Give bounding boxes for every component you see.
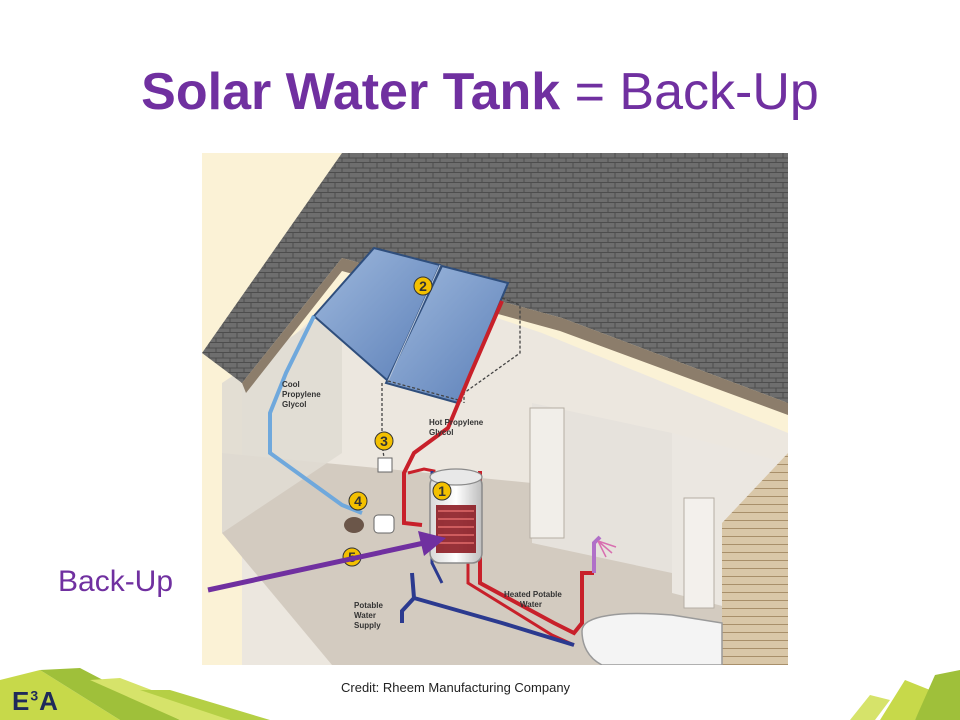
controller-box (377, 457, 393, 473)
svg-text:1: 1 (438, 483, 446, 499)
solar-panel-right (384, 264, 510, 405)
hot-glycol-label-2: Glycol (429, 428, 453, 437)
backup-callout-label: Back-Up (58, 565, 174, 598)
solar-water-diagram: 2 3 1 4 5 Cool Propylene Glycol Hot Prop… (202, 153, 788, 665)
pump-unit (373, 514, 395, 534)
marker-3: 3 (374, 431, 394, 451)
title-bold: Solar Water Tank (141, 63, 561, 121)
cool-glycol-label-2: Propylene (282, 390, 321, 399)
heated-water-pipe (478, 471, 594, 636)
expansion-tank (344, 517, 364, 533)
bathtub (581, 612, 723, 665)
cool-glycol-pipe (268, 315, 363, 515)
heated-water-label-1: Heated Potable (504, 590, 562, 599)
cool-glycol-label-1: Cool (282, 380, 300, 389)
hot-glycol-pipe (402, 300, 504, 527)
house-left-wall (222, 303, 342, 533)
exterior-siding (722, 453, 788, 665)
marker-4: 4 (348, 491, 368, 511)
supply-label-3: Supply (354, 621, 381, 630)
image-credit: Credit: Rheem Manufacturing Company (341, 680, 571, 695)
supply-label-1: Potable (354, 601, 383, 610)
page-title: Solar Water Tank = Back-Up (0, 62, 960, 122)
room-door (683, 497, 715, 609)
marker-2: 2 (413, 276, 433, 296)
e3a-logo: E3A (12, 686, 59, 716)
supply-label-2: Water (354, 611, 376, 620)
marker-1: 1 (432, 481, 452, 501)
supply-pipe (400, 572, 575, 647)
cool-glycol-label-3: Glycol (282, 400, 306, 409)
interior-partition (532, 403, 672, 573)
footer-stripes (0, 668, 960, 720)
hot-glycol-label-1: Hot Propylene (429, 418, 484, 427)
svg-text:2: 2 (419, 278, 427, 294)
svg-text:4: 4 (354, 493, 362, 509)
interior-door (529, 407, 565, 539)
heated-water-label-2: Water (520, 600, 542, 609)
shower-pipe (592, 535, 602, 573)
roof (202, 153, 788, 403)
svg-text:3: 3 (380, 433, 388, 449)
title-rest: = Back-Up (560, 63, 819, 121)
